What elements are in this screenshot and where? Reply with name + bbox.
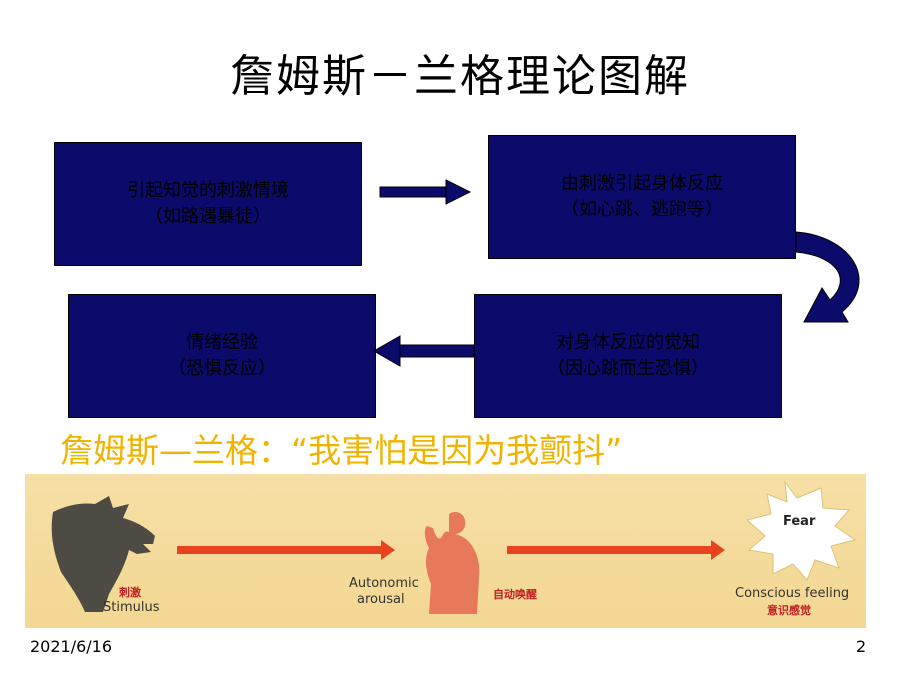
stimulus-cn-label: 刺激 <box>119 586 141 599</box>
box-text-line: （因心跳而生恐惧） <box>547 358 709 379</box>
fear-starburst-icon <box>745 480 857 581</box>
james-lange-quote: 詹姆斯—兰格：“我害怕是因为我颤抖” <box>60 431 623 470</box>
fear-illustration-banner: 刺激 Stimulus Autonomic arousal 自动唤醒 Fear … <box>25 474 866 628</box>
arrow-right-icon <box>379 179 472 205</box>
arousal-cn-label: 自动唤醒 <box>493 588 537 601</box>
arousal-label: arousal <box>357 592 405 607</box>
box-text-line: （恐惧反应） <box>168 358 276 379</box>
box-text-line: 对身体反应的觉知 <box>556 332 700 353</box>
arrow-head-icon <box>711 540 725 560</box>
fear-word: Fear <box>783 514 816 529</box>
curved-arrow-down-icon <box>795 231 860 323</box>
wolf-icon <box>51 496 155 612</box>
human-figure-icon <box>424 512 480 614</box>
body-awareness-box: 对身体反应的觉知 （因心跳而生恐惧） <box>474 294 782 418</box>
box-text-line: 情绪经验 <box>186 332 258 353</box>
box-text-line: （如心跳、逃跑等） <box>561 199 723 220</box>
box-text-line: 由刺激引起身体反应 <box>561 173 723 194</box>
arrow-left-icon <box>372 335 475 367</box>
arrow-shaft <box>507 546 713 554</box>
emotion-experience-box: 情绪经验 （恐惧反应） <box>68 294 376 418</box>
conscious-feeling-label: Conscious feeling <box>735 586 850 601</box>
page-title: 詹姆斯－兰格理论图解 <box>230 51 690 102</box>
arrow-head-icon <box>381 540 395 560</box>
footer-date: 2021/6/16 <box>30 637 113 656</box>
banner-graphics <box>51 480 857 614</box>
body-reaction-box: 由刺激引起身体反应 （如心跳、逃跑等） <box>488 135 796 259</box>
box-text-line: 引起知觉的刺激情境 <box>127 180 289 201</box>
conscious-cn-label: 意识感觉 <box>767 604 811 617</box>
arrow-shaft <box>177 546 383 554</box>
stimulus-label: Stimulus <box>103 600 160 615</box>
stimulus-situation-box: 引起知觉的刺激情境 （如路遇暴徒） <box>54 142 362 266</box>
flow-arrows <box>372 179 860 367</box>
box-text-line: （如路遇暴徒） <box>145 206 271 227</box>
autonomic-label: Autonomic <box>349 576 419 591</box>
page-number: 2 <box>856 637 867 656</box>
